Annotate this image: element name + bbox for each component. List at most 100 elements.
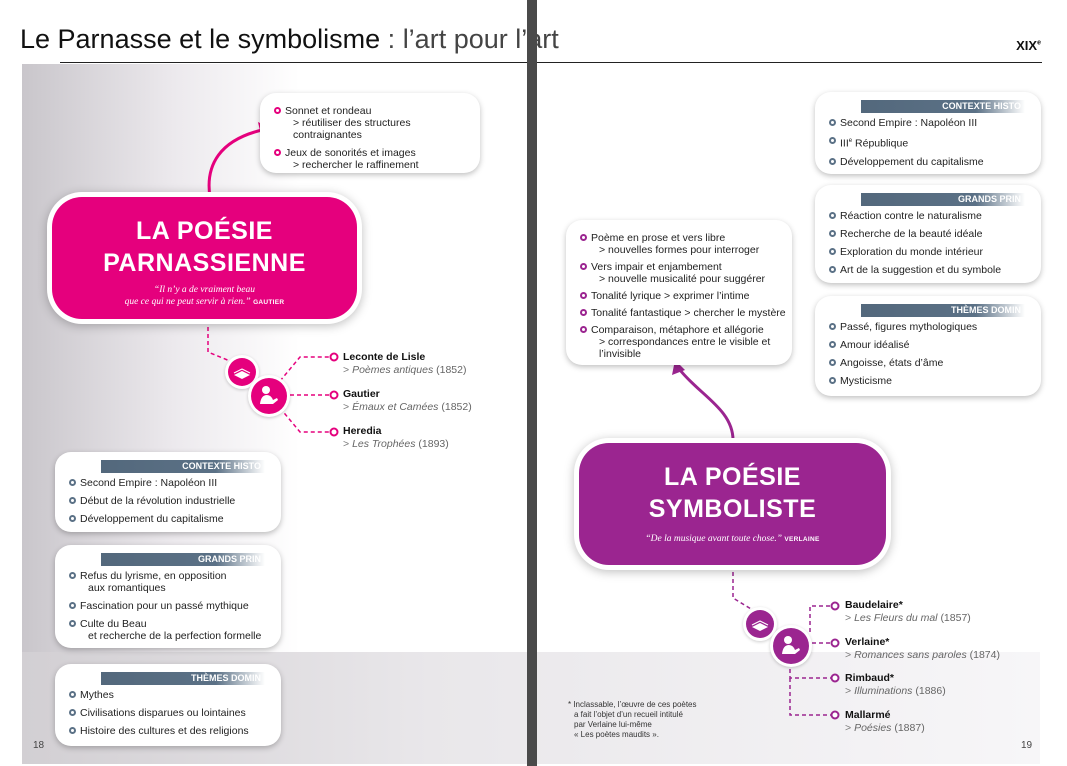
principe-text: Réaction contre le naturalisme <box>840 210 982 222</box>
principe-text: Fascination pour un passé mythique <box>80 600 249 612</box>
contexte-text: Second Empire : Napoléon III <box>840 117 978 129</box>
author-year: (1887) <box>894 722 925 734</box>
bullet-icon <box>829 137 836 144</box>
parnassian-title-line2: PARNASSIENNE <box>103 249 306 277</box>
bullet-icon <box>829 248 836 255</box>
principe-item: Fascination pour un passé mythique <box>69 600 273 612</box>
bullet-icon <box>580 326 587 333</box>
contexte-heading: CONTEXTE HISTO <box>101 460 265 473</box>
contexte-item: Second Empire : Napoléon III <box>69 477 273 489</box>
bullet-icon <box>69 620 76 627</box>
theme-text: Histoire des cultures et des religions <box>80 725 249 737</box>
principe-item: Recherche de la beauté idéale <box>829 228 1033 240</box>
theme-text: Mysticisme <box>840 375 892 387</box>
themes-heading: THÈMES DOMIN <box>101 672 265 685</box>
theme-text: Mythes <box>80 689 114 701</box>
contexte-item: Développement du capitalisme <box>69 513 273 525</box>
author-year: (1857) <box>940 612 971 624</box>
principe-text: Refus du lyrisme, en opposition <box>80 570 227 582</box>
bullet-icon <box>69 515 76 522</box>
right-principes-card: GRANDS PRIN Réaction contre le naturalis… <box>815 185 1041 283</box>
bullet-icon <box>829 323 836 330</box>
bullet-icon <box>829 212 836 219</box>
writer-icon <box>773 628 809 664</box>
left-principes-card: GRANDS PRIN Refus du lyrisme, en opposit… <box>55 545 281 648</box>
bullet-icon <box>580 263 587 270</box>
author-work: Les Trophées <box>352 438 416 450</box>
parnassian-main-box: LA POÉSIE PARNASSIENNE “Il n’y a de vrai… <box>52 197 357 319</box>
contexte-text-rest: République <box>852 137 909 150</box>
symbolist-main-box: LA POÉSIE SYMBOLISTE “De la musique avan… <box>579 443 886 565</box>
theme-item: Histoire des cultures et des religions <box>69 725 273 737</box>
technique-item: Jeux de sonorités et images> rechercher … <box>274 147 470 171</box>
contexte-text: Développement du capitalisme <box>840 155 984 168</box>
author-entry: Mallarmé > Poésies (1887) <box>845 709 925 734</box>
technique-item: Tonalité lyrique > exprimer l’intime <box>580 290 786 302</box>
bullet-icon <box>69 497 76 504</box>
author-name: Verlaine* <box>845 636 890 648</box>
right-techniques-card: Poème en prose et vers libre> nouvelles … <box>566 220 792 365</box>
bullet-icon <box>829 359 836 366</box>
writer-icon <box>251 378 287 414</box>
bullet-icon <box>69 479 76 486</box>
parnassian-quote-author: GAUTIER <box>253 299 285 306</box>
technique-text: Tonalité lyrique > exprimer l’intime <box>591 290 750 302</box>
footnote: * Inclassable, l’œuvre de ces poètes a f… <box>568 700 708 740</box>
bullet-icon <box>69 691 76 698</box>
theme-text: Civilisations disparues ou lointaines <box>80 707 246 719</box>
author-work: Poèmes antiques <box>352 364 434 376</box>
author-year: (1874) <box>969 649 1000 661</box>
author-work: Romances sans paroles <box>854 649 967 661</box>
right-themes-card: THÈMES DOMIN Passé, figures mythologique… <box>815 296 1041 396</box>
principes-heading: GRANDS PRIN <box>861 193 1025 206</box>
theme-text: Angoisse, états d’âme <box>840 357 944 369</box>
book-icon <box>746 610 774 638</box>
author-work: Les Fleurs du mal <box>854 612 938 624</box>
technique-text: Comparaison, métaphore et allégorie <box>591 324 764 336</box>
technique-detail: > rechercher le raffinement <box>293 159 419 171</box>
left-contexte-card: CONTEXTE HISTO Second Empire : Napoléon … <box>55 452 281 532</box>
title-separator: : <box>380 24 403 54</box>
author-name: Mallarmé <box>845 709 891 721</box>
century-label: XIXe <box>1016 38 1041 53</box>
bullet-icon <box>69 602 76 609</box>
contexte-item: IIIe République <box>829 135 1033 150</box>
symbolist-quote-line: “De la musique avant toute chose.” VERLA… <box>579 533 886 546</box>
bullet-icon <box>580 234 587 241</box>
author-work: Poésies <box>854 722 892 734</box>
bullet-icon <box>274 149 281 156</box>
author-year: (1886) <box>915 685 946 697</box>
technique-item: Tonalité fantastique > chercher le mystè… <box>580 307 786 319</box>
principe-item: Réaction contre le naturalisme <box>829 210 1033 222</box>
principe-detail: et recherche de la perfection formelle <box>88 630 262 642</box>
bullet-icon <box>69 709 76 716</box>
technique-text: Tonalité fantastique > chercher le mystè… <box>591 307 786 319</box>
footnote-line: * Inclassable, l’œuvre de ces poètes <box>568 700 697 709</box>
author-entry: Leconte de Lisle > Poèmes antiques (1852… <box>343 351 467 376</box>
technique-detail: > nouvelles formes pour interroger <box>599 244 760 256</box>
header-rule <box>60 62 1042 63</box>
century-sup: e <box>1037 39 1041 47</box>
footnote-line: « Les poètes maudits ». <box>574 730 659 739</box>
technique-detail: > correspondances entre le visible et l’… <box>599 336 771 360</box>
theme-item: Passé, figures mythologiques <box>829 321 1033 333</box>
bullet-icon <box>580 309 587 316</box>
parnassian-title-line1: LA POÉSIE <box>136 217 273 245</box>
contexte-text: Début de la révolution industrielle <box>80 495 236 507</box>
left-techniques-card: Sonnet et rondeau> réutiliser des struct… <box>260 93 480 173</box>
theme-item: Mysticisme <box>829 375 1033 387</box>
bullet-icon <box>829 266 836 273</box>
principe-text: Exploration du monde intérieur <box>840 246 984 258</box>
principe-item: Exploration du monde intérieur <box>829 246 1033 258</box>
author-work: Illuminations <box>854 685 913 697</box>
right-contexte-card: CONTEXTE HISTO Second Empire : Napoléon … <box>815 92 1041 174</box>
theme-text: Amour idéalisé <box>840 339 910 351</box>
title-strong: Le Parnasse et le symbolisme <box>20 24 381 54</box>
author-entry: Rimbaud* > Illuminations (1886) <box>845 672 946 697</box>
bullet-icon <box>829 377 836 384</box>
author-entry: Heredia > Les Trophées (1893) <box>343 425 449 450</box>
author-year: (1893) <box>418 438 449 450</box>
author-name: Gautier <box>343 388 380 400</box>
century-text: XIX <box>1016 38 1038 53</box>
author-year: (1852) <box>441 401 472 413</box>
